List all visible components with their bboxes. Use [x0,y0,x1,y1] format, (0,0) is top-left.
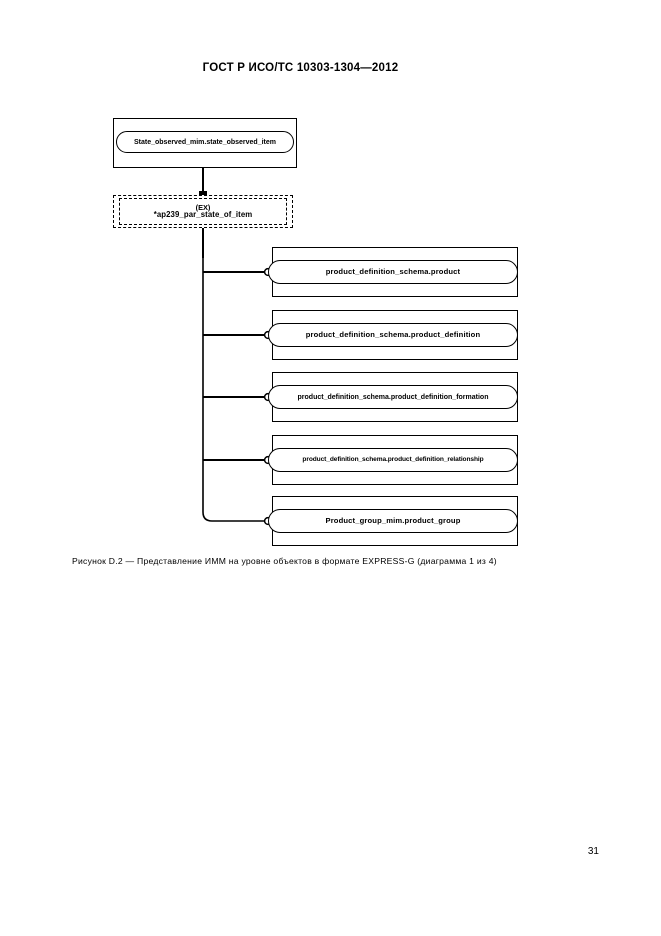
entity-capsule-1[interactable]: product_definition_schema.product [268,260,518,284]
entity-capsule-2[interactable]: product_definition_schema.product_defini… [268,323,518,347]
schema-box-label: *ap239_par_state_of_item [153,210,253,220]
document-header: ГОСТ Р ИСО/ТС 10303-1304—2012 [202,62,399,74]
schema-ex-marker: (EX) [195,202,211,212]
connector-trunk [202,258,264,522]
entity-label-4: product_definition_schema.product_defini… [302,455,484,463]
root-entity-label: State_observed_mim.state_observed_item [133,138,276,146]
entity-label-3: product_definition_schema.product_defini… [297,393,489,401]
root-entity-capsule[interactable]: State_observed_mim.state_observed_item [116,131,294,153]
entity-capsule-4[interactable]: product_definition_schema.product_defini… [268,448,518,472]
entity-label-2: product_definition_schema.product_defini… [305,330,481,340]
schema-box-inner[interactable]: (EX) *ap239_par_state_of_item [119,198,287,225]
express-g-diagram: State_observed_mim.state_observed_item (… [113,118,518,546]
figure-caption: Рисунок D.2 — Представление ИММ на уровн… [72,556,497,566]
page-number: 31 [587,846,599,857]
entity-capsule-3[interactable]: product_definition_schema.product_defini… [268,385,518,409]
entity-label-5: Product_group_mim.product_group [325,516,461,526]
entity-label-1: product_definition_schema.product [325,267,461,277]
entity-capsule-5[interactable]: Product_group_mim.product_group [268,509,518,533]
